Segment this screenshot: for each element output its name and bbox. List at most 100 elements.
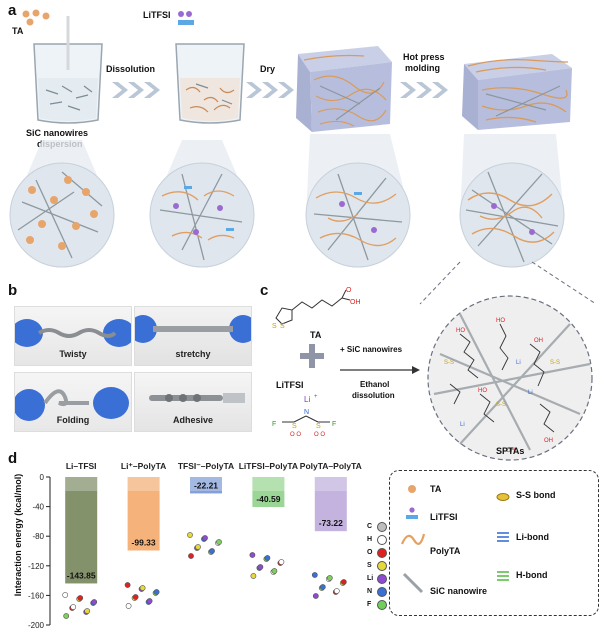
atom <box>84 608 91 614</box>
panel-b-label: b <box>8 282 18 299</box>
element-legend-label: S <box>367 562 372 569</box>
atom <box>153 589 160 595</box>
y-tick-label: -120 <box>28 562 45 571</box>
value-label: -73.22 <box>319 518 343 528</box>
element-legend-label: H <box>367 536 373 543</box>
svg-text:Li: Li <box>528 390 533 396</box>
ta-label: TA <box>12 26 24 36</box>
value-label: -99.33 <box>132 538 156 548</box>
bar-highlight <box>127 477 160 491</box>
atom <box>216 539 222 545</box>
ta-spheres-icon <box>22 9 50 26</box>
photo-caption-twisty: Twisty <box>59 349 87 359</box>
ta-structure-label: TA <box>310 330 322 340</box>
atom <box>333 588 340 594</box>
dry-label: Dry <box>260 64 276 74</box>
atom <box>139 585 146 591</box>
ethanol-label: Ethanol <box>360 380 390 389</box>
photo-adhesive: Adhesive <box>134 372 252 432</box>
bar-highlight <box>65 477 98 491</box>
element-legend-item: C <box>367 520 387 533</box>
atom <box>146 598 153 604</box>
svg-text:Li: Li <box>460 422 465 428</box>
photo-caption-folding: Folding <box>56 415 90 425</box>
panel-d-label: d <box>8 450 18 467</box>
plus-icon <box>300 344 324 368</box>
atom <box>187 532 193 538</box>
ss-bond-icon <box>496 493 510 501</box>
litfsi-top-label: LiTFSI <box>143 10 171 20</box>
atom <box>195 544 201 550</box>
ta-sphere-icon <box>408 485 416 493</box>
element-color-swatch <box>377 586 387 597</box>
panel-a-label: a <box>8 2 17 19</box>
zoom-circle-4 <box>459 134 565 268</box>
svg-text:S: S <box>292 423 297 430</box>
atom <box>91 599 98 605</box>
legend-ta: TA <box>430 484 442 494</box>
svg-text:OH: OH <box>534 338 543 344</box>
atom <box>264 555 271 561</box>
element-legend-item: Li <box>367 572 387 585</box>
svg-text:HO: HO <box>496 318 505 324</box>
element-legend-item: S <box>367 559 387 572</box>
svg-text:OH: OH <box>506 448 515 454</box>
arrow-dry <box>246 82 294 98</box>
element-legend-item: O <box>367 546 387 559</box>
svg-text:O: O <box>346 287 352 294</box>
svg-text:S: S <box>272 323 277 330</box>
arrow-dissolution <box>112 82 160 98</box>
film-block-1 <box>296 46 392 132</box>
element-legend-label: F <box>367 601 372 608</box>
y-tick-label: 0 <box>40 473 45 482</box>
atom <box>312 593 319 599</box>
atom <box>125 603 132 609</box>
atom <box>202 535 208 541</box>
svg-text:HO: HO <box>478 388 487 394</box>
h-bond-icon <box>497 571 509 581</box>
litfsi-icon <box>406 507 418 519</box>
svg-text:OH: OH <box>544 438 553 444</box>
atom <box>70 604 77 610</box>
element-color-swatch <box>377 560 387 571</box>
y-tick-label: -80 <box>32 532 44 541</box>
bar <box>190 477 222 494</box>
svg-text:N: N <box>304 409 309 416</box>
value-label: -22.21 <box>194 480 218 490</box>
svg-text:F: F <box>272 421 276 428</box>
category-label: TFSI⁻–PolyTA <box>178 461 234 471</box>
legend-litfsi: LiTFSI <box>430 512 458 522</box>
svg-text:Li: Li <box>304 395 310 404</box>
y-tick-label: -200 <box>28 621 45 630</box>
sic-nanowire-icon <box>402 572 424 594</box>
category-label: LiTFSI–PolyTA <box>239 461 298 471</box>
atom <box>132 594 139 600</box>
atom <box>257 564 264 570</box>
litfsi-icon-top <box>178 11 194 25</box>
hot-press-label-2: molding <box>405 63 440 73</box>
polyta-icon <box>400 533 426 545</box>
svg-text:HO: HO <box>456 328 465 334</box>
panel-c-label: c <box>260 282 269 299</box>
photo-stretchy: stretchy <box>134 306 252 366</box>
photo-twisty: Twisty <box>14 306 132 366</box>
svg-text:O O: O O <box>314 432 325 438</box>
svg-text:Li: Li <box>516 360 521 366</box>
film-block-2 <box>462 54 572 130</box>
legend-li-bond: Li-bond <box>516 532 549 542</box>
element-legend-label: C <box>367 523 373 530</box>
bar <box>65 477 98 584</box>
element-color-swatch <box>377 599 387 610</box>
category-label: Li–TFSI <box>66 461 97 471</box>
legend-box <box>389 470 599 616</box>
svg-text:S-S: S-S <box>550 360 560 366</box>
legend-ss-bond: S-S bond <box>516 490 556 500</box>
legend-polyta: PolyTA <box>430 546 461 556</box>
atom <box>271 568 278 574</box>
arrow-to-sptas <box>340 366 420 374</box>
y-tick-label: -40 <box>32 503 44 512</box>
atom <box>311 572 318 578</box>
